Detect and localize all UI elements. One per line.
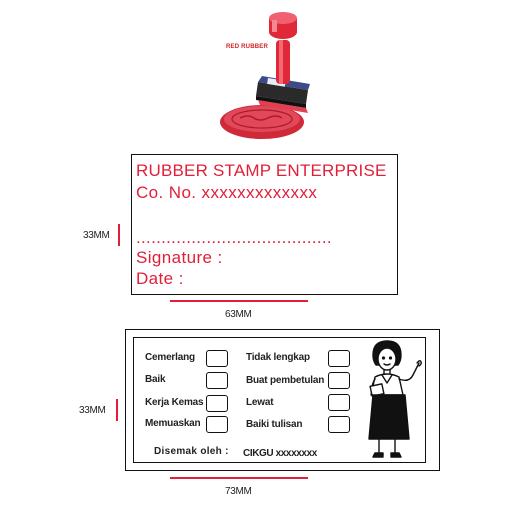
checkbox-tidak-lengkap <box>328 350 350 367</box>
grade-item-buat-pembetulan: Buat pembetulan <box>246 375 325 386</box>
stamp1-width-label: 63MM <box>225 309 252 320</box>
checkbox-buat-pembetulan <box>328 372 350 389</box>
checkbox-baiki-tulisan <box>328 416 350 433</box>
stamp-design-teacher-outer <box>125 329 440 471</box>
checkbox-memuaskan <box>206 416 228 433</box>
checkbox-baik <box>206 372 228 389</box>
signature-label: Signature : <box>136 248 223 267</box>
stamp-design-company: RUBBER STAMP ENTERPRISE Co. No. xxxxxxxx… <box>131 154 398 295</box>
brand-label: RED RUBBER <box>226 44 269 50</box>
teacher-name: CIKGU xxxxxxxx <box>243 448 317 459</box>
stamp1-width-marker <box>170 300 308 302</box>
grade-item-baiki-tulisan: Baiki tulisan <box>246 419 303 430</box>
stamp2-width-label: 73MM <box>225 486 252 497</box>
grade-item-lewat: Lewat <box>246 397 274 408</box>
grade-item-kerja-kemas: Kerja Kemas <box>145 397 204 408</box>
checkbox-cemerlang <box>206 350 228 367</box>
rubber-stamp-product-image <box>220 12 310 139</box>
grade-item-baik: Baik <box>145 374 166 385</box>
stamp1-height-marker <box>118 224 120 246</box>
teacher-figure-icon <box>368 340 422 458</box>
company-number: Co. No. xxxxxxxxxxxxx <box>136 183 318 202</box>
company-name: RUBBER STAMP ENTERPRISE <box>136 161 387 180</box>
stamp2-height-label: 33MM <box>79 405 106 416</box>
date-label: Date : <box>136 269 184 288</box>
checkbox-lewat <box>328 394 350 411</box>
grade-item-memuaskan: Memuaskan <box>145 418 201 429</box>
signature-dotted-line: ....................................... <box>136 228 332 247</box>
checked-by-label: Disemak oleh : <box>154 446 229 457</box>
stamp2-height-marker <box>116 399 118 421</box>
stamp2-width-marker <box>170 477 308 479</box>
checkbox-kerja-kemas <box>206 395 228 412</box>
stamp1-height-label: 33MM <box>83 230 110 241</box>
grade-item-tidak-lengkap: Tidak lengkap <box>246 352 310 363</box>
grade-item-cemerlang: Cemerlang <box>145 352 195 363</box>
stamp-design-teacher <box>133 337 426 463</box>
